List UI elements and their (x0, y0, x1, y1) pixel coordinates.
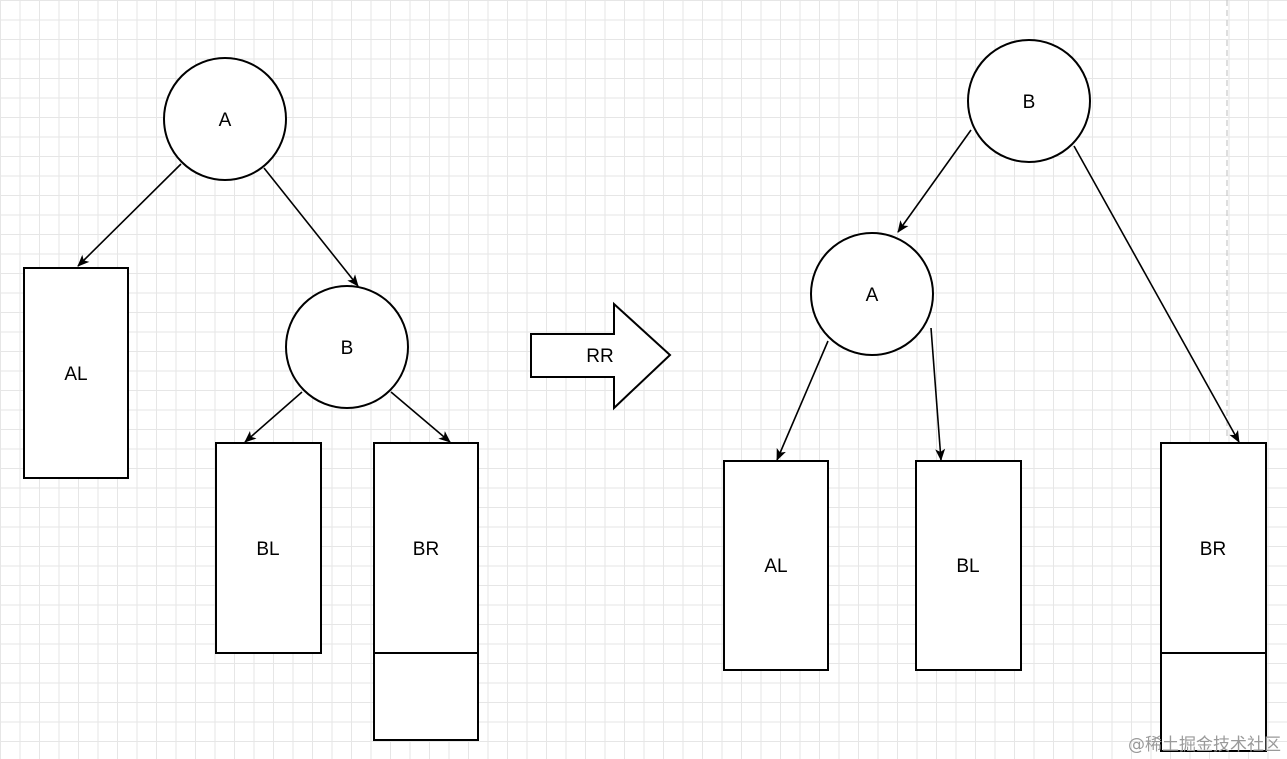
node-left-b-label: B (341, 338, 354, 359)
edge-left-a-to-b (263, 167, 359, 287)
subtree-left-br-label: BR (413, 539, 439, 560)
right-tree: B A AL BL BR (723, 39, 1267, 752)
edge-right-b-to-a (897, 129, 972, 233)
edge-right-a-to-bl (930, 327, 946, 461)
node-left-b[interactable]: B (285, 285, 409, 409)
subtree-right-br-label: BR (1200, 539, 1226, 560)
edge-left-a-to-al (77, 163, 182, 267)
subtree-left-bl[interactable]: BL (215, 442, 322, 654)
subtree-left-bl-label: BL (256, 539, 279, 560)
rr-transform-arrow: RR (530, 301, 672, 411)
left-tree: A B AL BL BR (23, 57, 479, 741)
node-left-a[interactable]: A (163, 57, 287, 181)
subtree-right-bl[interactable]: BL (915, 460, 1022, 671)
node-right-b-label: B (1023, 92, 1036, 113)
subtree-left-br[interactable]: BR (373, 442, 479, 741)
subtree-right-al-label: AL (764, 556, 787, 577)
edge-right-a-to-al (776, 340, 829, 461)
node-right-a-label: A (866, 285, 879, 306)
subtree-left-al-label: AL (64, 364, 87, 385)
subtree-right-bl-label: BL (956, 556, 979, 577)
node-right-b[interactable]: B (967, 39, 1091, 163)
edge-right-b-to-br (1073, 145, 1240, 443)
subtree-right-br[interactable]: BR (1160, 442, 1267, 752)
rr-arrow-label: RR (586, 346, 613, 367)
edge-left-b-to-bl (244, 391, 303, 443)
subtree-left-al[interactable]: AL (23, 267, 129, 479)
node-left-a-label: A (219, 110, 232, 131)
edge-left-b-to-br (390, 391, 451, 443)
subtree-right-br-extra-block (1160, 652, 1267, 752)
node-right-a[interactable]: A (810, 232, 934, 356)
watermark: @稀土掘金技术社区 (1128, 735, 1281, 755)
subtree-right-al[interactable]: AL (723, 460, 829, 671)
subtree-left-br-extra-block (373, 652, 479, 741)
